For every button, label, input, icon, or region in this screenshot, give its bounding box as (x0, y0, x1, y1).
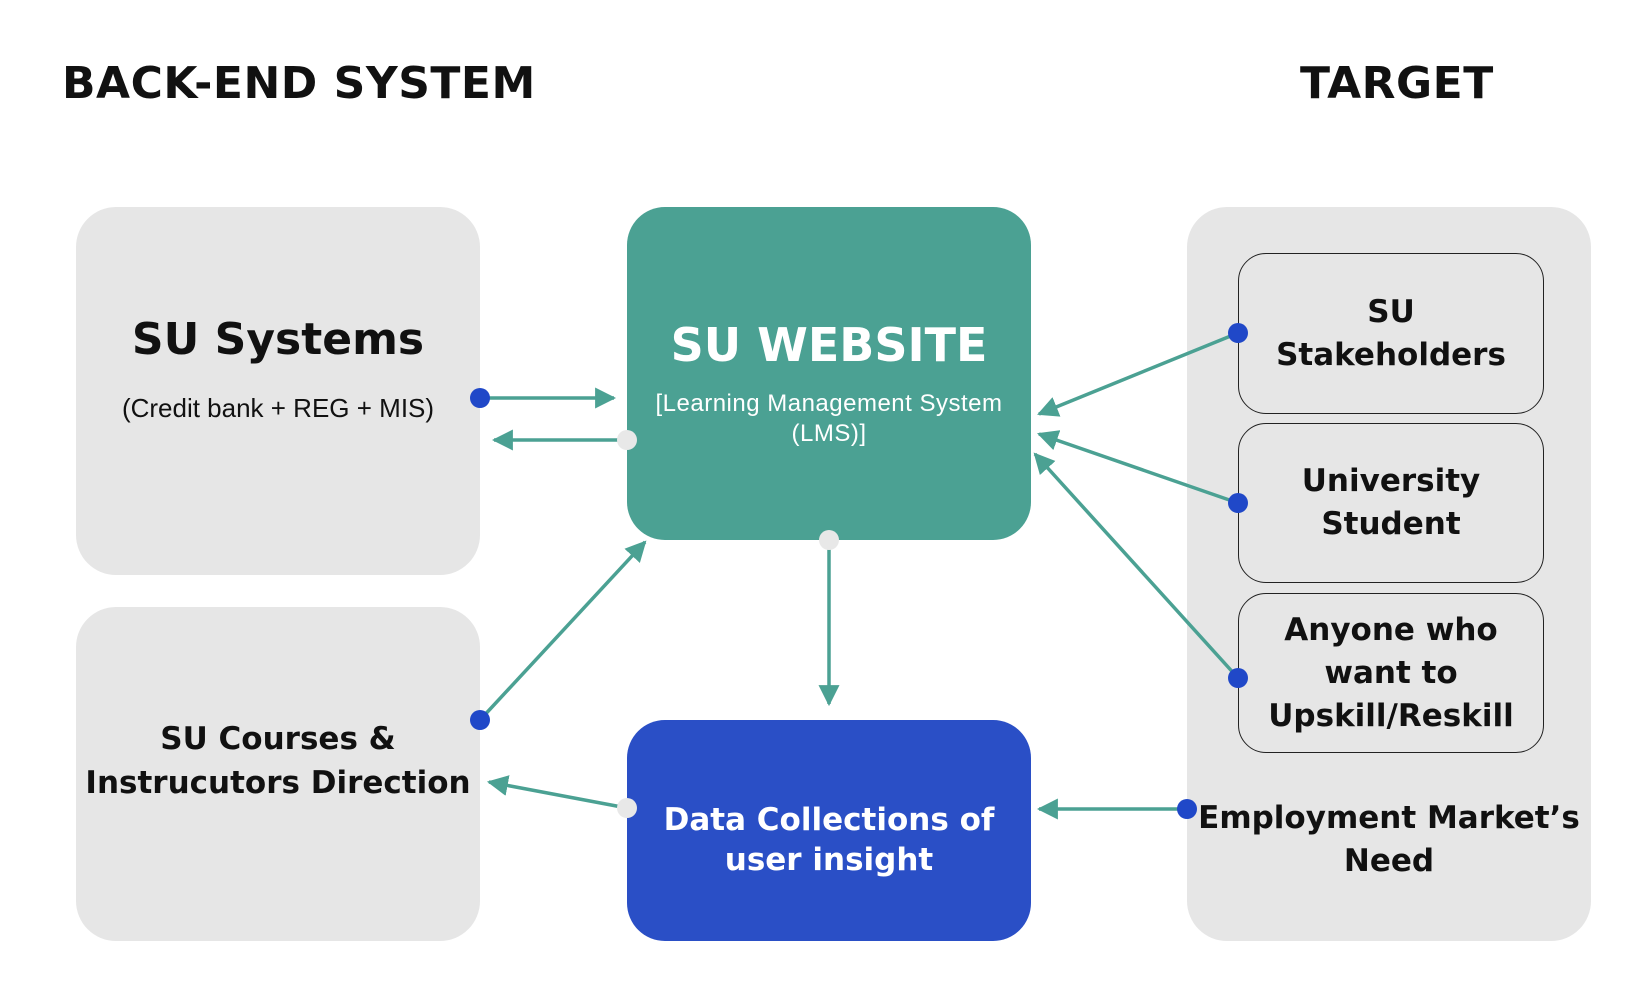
back-end-system-heading: BACK-END SYSTEM (62, 58, 536, 109)
dot-systems-out (470, 388, 490, 408)
su-website-title: SU WEBSITE (670, 318, 988, 372)
arrow-courses-to-website (478, 540, 647, 722)
dot-anyone (1228, 668, 1248, 688)
target-box-stakeholders: SU Stakeholders (1238, 253, 1544, 414)
arrow-anyone-to-website (1033, 452, 1240, 680)
arrow-stakeholders-to-website (1037, 331, 1239, 417)
dot-employment (1177, 799, 1197, 819)
su-systems-box (76, 207, 480, 575)
data-collections-box (627, 720, 1031, 941)
su-website-subtitle: [Learning Management System (LMS)] (655, 390, 1003, 447)
su-courses-title: SU Courses & Instrucutors Direction (85, 721, 471, 801)
dot-data-left (617, 798, 637, 818)
data-collections-title: Data Collections of user insight (663, 802, 995, 878)
target-box-upskill-reskill: Anyone who want to Upskill/Reskill (1238, 593, 1544, 753)
target-box-university-student: University Student (1238, 423, 1544, 583)
arrow-data-to-courses (486, 775, 628, 810)
dot-website-left (617, 430, 637, 450)
dot-stakeholders (1228, 323, 1248, 343)
arrow-student-to-website (1037, 430, 1239, 505)
dot-website-bottom (819, 530, 839, 550)
employment-market-need-label: Employment Market’s Need (1198, 800, 1580, 879)
su-website-box (627, 207, 1031, 540)
su-systems-subtitle: (Credit bank + REG + MIS) (121, 393, 435, 423)
dot-student (1228, 493, 1248, 513)
su-courses-box (76, 607, 480, 941)
target-heading: TARGET (1300, 58, 1494, 109)
dot-courses-out (470, 710, 490, 730)
su-systems-title: SU Systems (131, 314, 425, 365)
